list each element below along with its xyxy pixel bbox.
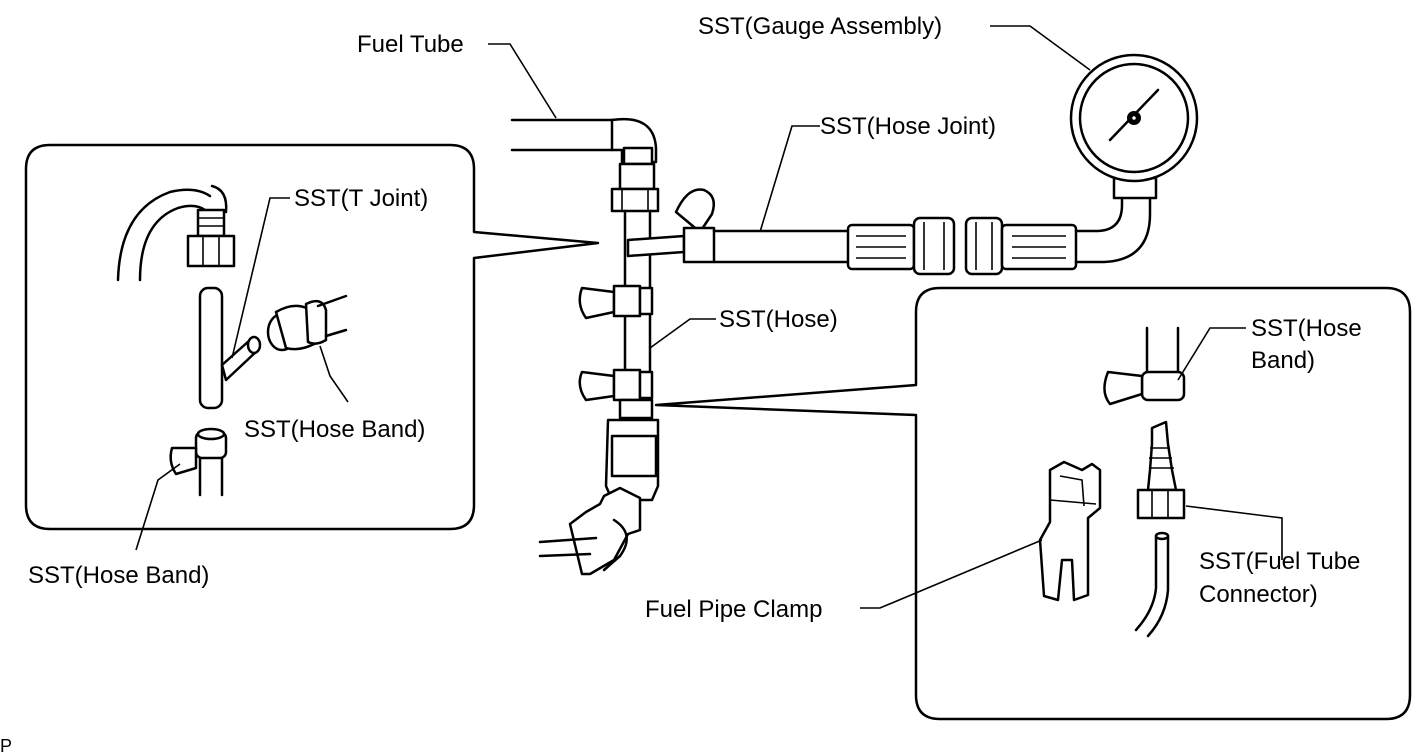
leader-lines — [135, 25, 1283, 609]
main-assembly — [510, 53, 1199, 576]
hose-band-right-inset-label-line2: Band) — [1251, 347, 1315, 374]
left-inset-detail — [24, 143, 600, 531]
fuel-tube-label: Fuel Tube — [357, 31, 464, 58]
fuel-tube-connector-label-line1: SST(Fuel Tube — [1199, 548, 1360, 575]
hose-joint-label: SST(Hose Joint) — [820, 113, 996, 140]
right-inset-detail — [654, 286, 1412, 721]
hose-band-right-inset-label-line1: SST(Hose — [1251, 315, 1362, 342]
hose-band-left-inset-right-label: SST(Hose Band) — [244, 416, 425, 443]
gauge-assembly-label: SST(Gauge Assembly) — [698, 13, 942, 40]
corner-mark: P — [0, 736, 12, 756]
fuel-pipe-clamp-label: Fuel Pipe Clamp — [645, 596, 822, 623]
hose-band-left-inset-bottom-label: SST(Hose Band) — [28, 562, 209, 589]
hose-label: SST(Hose) — [719, 306, 838, 333]
t-joint-label: SST(T Joint) — [294, 185, 428, 212]
fuel-tube-connector-label-line2: Connector) — [1199, 581, 1318, 608]
